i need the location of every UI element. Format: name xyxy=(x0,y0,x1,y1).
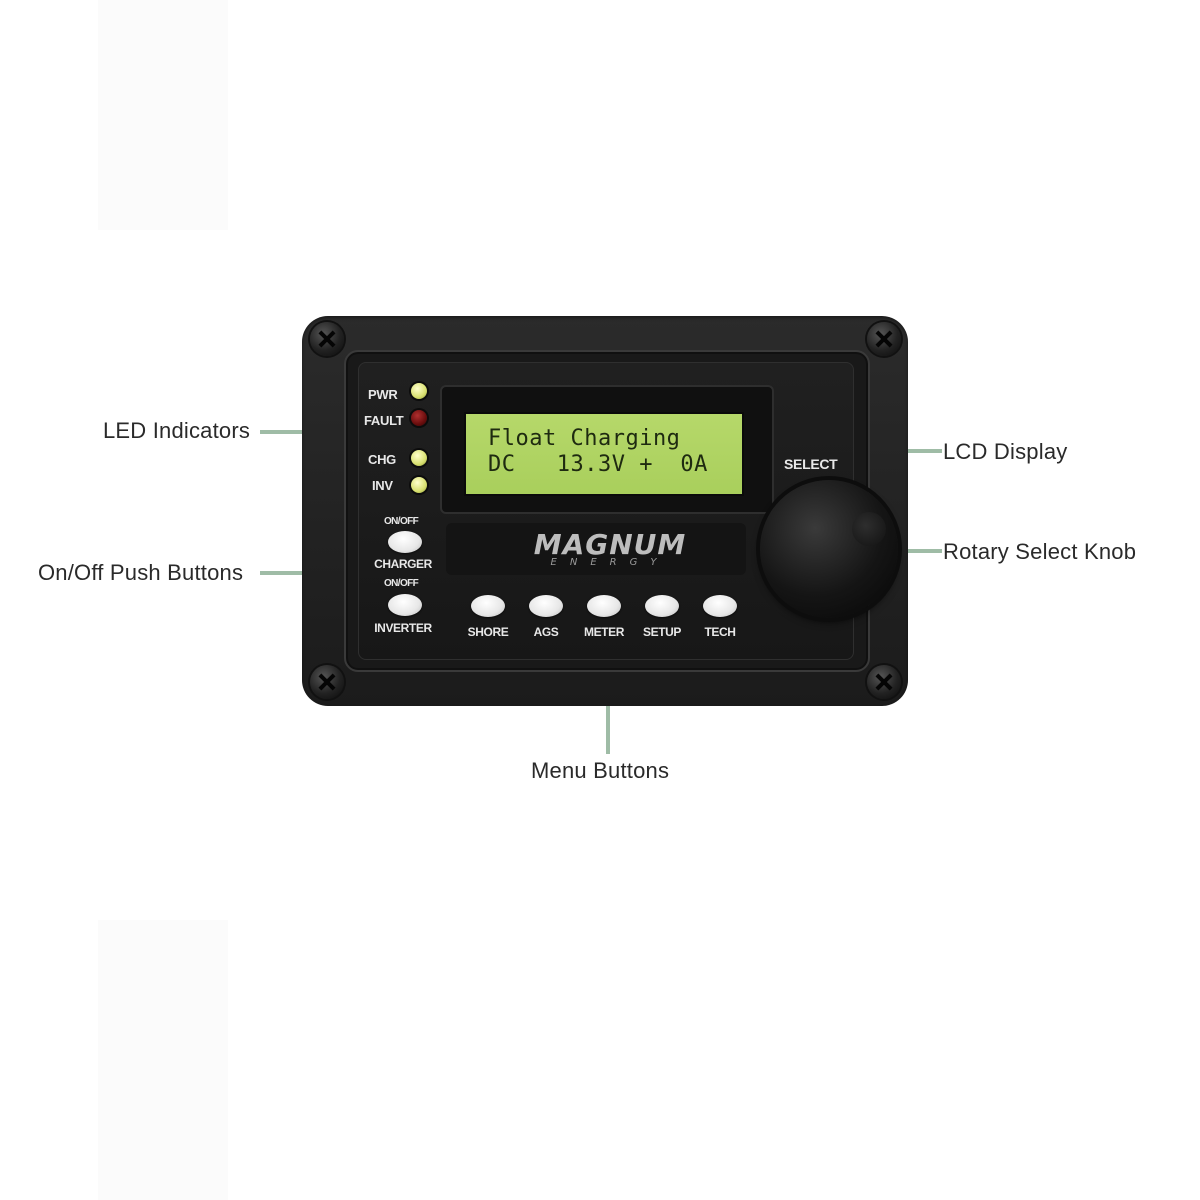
callout-on-off-push-buttons: On/Off Push Buttons xyxy=(38,560,244,585)
setup-label: SETUP xyxy=(642,625,681,639)
rotary-select-knob[interactable] xyxy=(760,480,898,618)
shore-label: SHORE xyxy=(467,625,509,639)
lcd-line-2: DC 13.3V + 0A xyxy=(488,452,708,477)
screw-top-right xyxy=(867,322,901,356)
screw-bottom-right xyxy=(867,665,901,699)
meter-label: METER xyxy=(583,625,624,639)
callout-lcd-display: LCD Display xyxy=(943,439,1068,464)
background-patch-bottom xyxy=(98,920,228,1200)
setup-button[interactable] xyxy=(645,595,679,617)
charger-onoff-button[interactable] xyxy=(388,531,422,553)
tech-button[interactable] xyxy=(703,595,737,617)
tech-label: TECH xyxy=(704,625,736,639)
inverter-label: INVERTER xyxy=(374,621,432,635)
led-label-chg: CHG xyxy=(368,452,396,467)
lcd-display: Float Charging DC 13.3V + 0A xyxy=(464,412,744,496)
brand-sub: ENERGY xyxy=(550,557,670,568)
callout-led-indicators: LED Indicators xyxy=(103,418,251,443)
screw-top-left xyxy=(310,322,344,356)
inv-led-icon xyxy=(411,477,427,493)
ags-label: AGS xyxy=(533,625,559,639)
callout-menu-buttons: Menu Buttons xyxy=(531,758,670,783)
charger-onoff-label: ON/OFF xyxy=(384,516,419,527)
chg-led-icon xyxy=(411,450,427,466)
screw-bottom-left xyxy=(310,665,344,699)
meter-button[interactable] xyxy=(587,595,621,617)
led-label-inv: INV xyxy=(372,478,393,493)
pwr-led-icon xyxy=(411,383,427,399)
shore-button[interactable] xyxy=(471,595,505,617)
brand-logo: MAGNUM xyxy=(533,528,687,561)
knob-dimple-icon xyxy=(852,512,886,546)
ags-button[interactable] xyxy=(529,595,563,617)
led-label-pwr: PWR xyxy=(368,387,398,402)
inverter-onoff-button[interactable] xyxy=(388,594,422,616)
inverter-onoff-label: ON/OFF xyxy=(384,578,419,589)
logo-plate xyxy=(446,523,746,575)
fault-led-icon xyxy=(411,410,427,426)
led-label-fault: FAULT xyxy=(364,413,404,428)
lcd-line-1: Float Charging xyxy=(488,426,681,451)
select-label: SELECT xyxy=(784,456,838,472)
background-patch-top xyxy=(98,0,228,230)
charger-label: CHARGER xyxy=(374,557,432,571)
callout-rotary-select-knob: Rotary Select Knob xyxy=(943,539,1137,564)
